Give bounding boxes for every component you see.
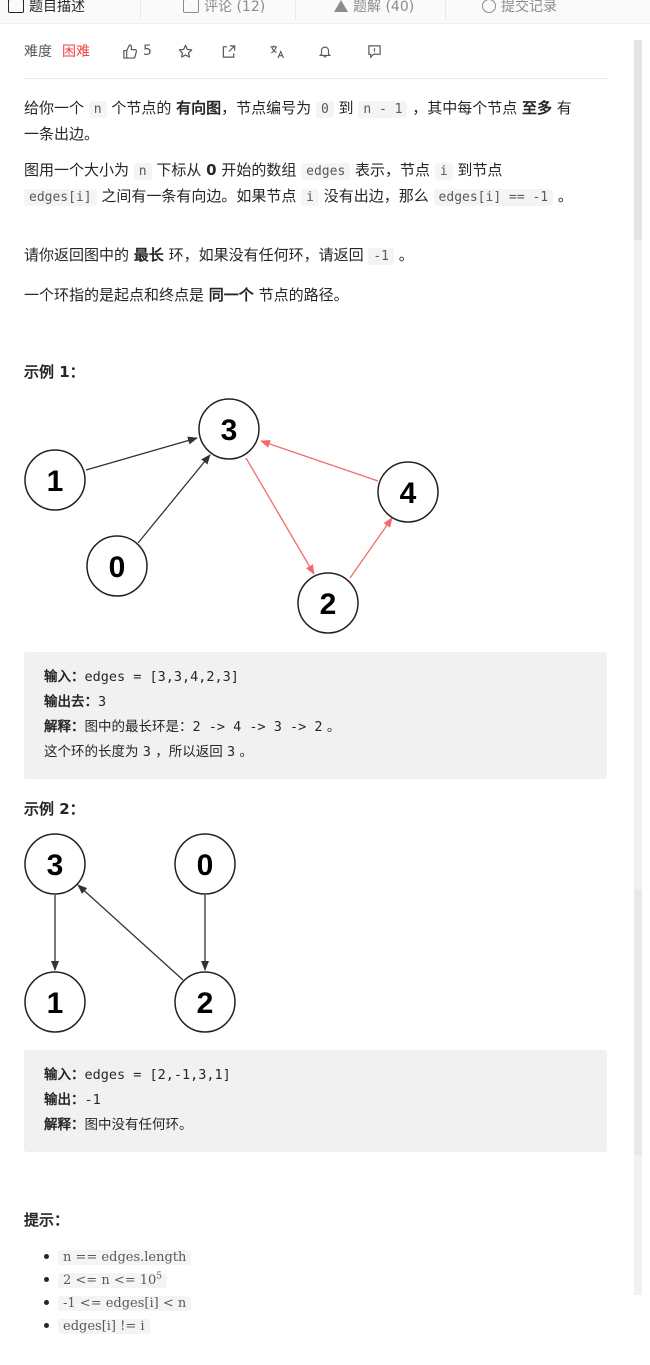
tab-submissions[interactable]: 提交记录 <box>482 0 557 21</box>
graph-node <box>198 398 260 460</box>
share-button[interactable] <box>221 44 237 59</box>
graph-node-label: 4 <box>400 477 417 510</box>
favorite-button[interactable] <box>178 44 193 59</box>
graph-node <box>24 449 86 511</box>
edge-4-to-3 <box>260 440 379 482</box>
scrollbar-track[interactable] <box>634 40 642 1295</box>
like-button[interactable]: 5 <box>122 43 152 59</box>
document-icon <box>8 0 24 13</box>
flask-icon <box>334 0 348 12</box>
tab-description[interactable]: 题目描述 <box>8 0 85 21</box>
example-2-graph: 3 0 1 2 <box>24 833 236 1033</box>
list-item: -1 <= edges[i] < n <box>43 1291 192 1314</box>
tab-description-label: 题目描述 <box>29 0 85 15</box>
graph-node <box>86 535 148 597</box>
graph-node-label: 1 <box>47 987 64 1020</box>
divider <box>24 78 608 79</box>
graph-node <box>24 833 86 895</box>
translate-button[interactable] <box>269 44 285 59</box>
bell-icon <box>318 46 332 57</box>
tab-solutions[interactable]: 题解 (40) <box>334 0 414 21</box>
feedback-button[interactable] <box>367 44 382 59</box>
tab-comments[interactable]: 评论 (12) <box>183 0 265 21</box>
description-paragraph-2: 图用一个大小为 n 下标从 0 开始的数组 edges 表示，节点 i 到节点 … <box>24 161 573 206</box>
graph-node-label: 3 <box>221 414 238 447</box>
list-item: n == edges.length <box>43 1245 192 1268</box>
edge-3-to-2 <box>245 457 315 575</box>
notify-button[interactable] <box>318 44 332 59</box>
problem-meta: 难度 困难 5 <box>24 40 382 62</box>
tab-solutions-label: 题解 (40) <box>353 0 415 15</box>
tab-submissions-label: 提交记录 <box>501 0 557 15</box>
hints-list: n == edges.length 2 <= n <= 105 -1 <= ed… <box>43 1245 192 1337</box>
list-item: edges[i] != i <box>43 1314 191 1337</box>
scrollbar-thumb[interactable] <box>634 40 642 240</box>
graph-node-label: 2 <box>320 588 337 621</box>
edge-0-to-3 <box>137 454 211 544</box>
comment-icon <box>183 0 199 13</box>
example-1-title: 示例 1： <box>24 363 85 381</box>
graph-node-label: 1 <box>47 465 64 498</box>
edge-2-to-4 <box>349 517 393 579</box>
share-icon <box>222 44 236 58</box>
description-paragraph-3: 请你返回图中的 最长 环，如果没有任何环，请返回 -1 。 <box>24 246 414 265</box>
scrollbar-track-lower[interactable] <box>634 890 642 1155</box>
graph-node-label: 2 <box>197 987 214 1020</box>
clock-icon <box>482 0 496 13</box>
graph-node <box>377 461 439 523</box>
graph-node-label: 0 <box>197 849 214 882</box>
graph-node-label: 3 <box>47 849 64 882</box>
graph-node-label: 0 <box>109 551 126 584</box>
description-paragraph-4: 一个环指的是起点和终点是 同一个 节点的路径。 <box>24 286 349 304</box>
like-count: 5 <box>143 43 152 59</box>
edge-1-to-3 <box>85 436 198 471</box>
edge-2-to-3 <box>77 884 184 981</box>
difficulty-badge: 困难 <box>62 44 90 60</box>
graph-node <box>174 833 236 895</box>
feedback-icon <box>368 44 381 59</box>
tab-comments-label: 评论 (12) <box>204 0 266 15</box>
difficulty-label: 难度 <box>24 44 52 60</box>
example-2-title: 示例 2： <box>24 800 85 818</box>
star-icon <box>178 44 193 58</box>
graph-node <box>24 971 86 1033</box>
hints-title: 提示： <box>24 1211 70 1229</box>
list-item: 2 <= n <= 105 <box>43 1268 191 1291</box>
translate-icon <box>270 44 285 58</box>
tab-bar: 题目描述 评论 (12) 题解 (40) 提交记录 <box>0 0 650 24</box>
graph-node <box>297 572 359 634</box>
graph-node <box>174 971 236 1033</box>
description-paragraph-1: 给你一个 n 个节点的 有向图，节点编号为 0 到 n - 1 ，其中每个节点 … <box>24 99 572 143</box>
example-1-graph: 1 3 0 4 2 <box>24 398 439 634</box>
thumbs-up-icon <box>123 43 137 59</box>
